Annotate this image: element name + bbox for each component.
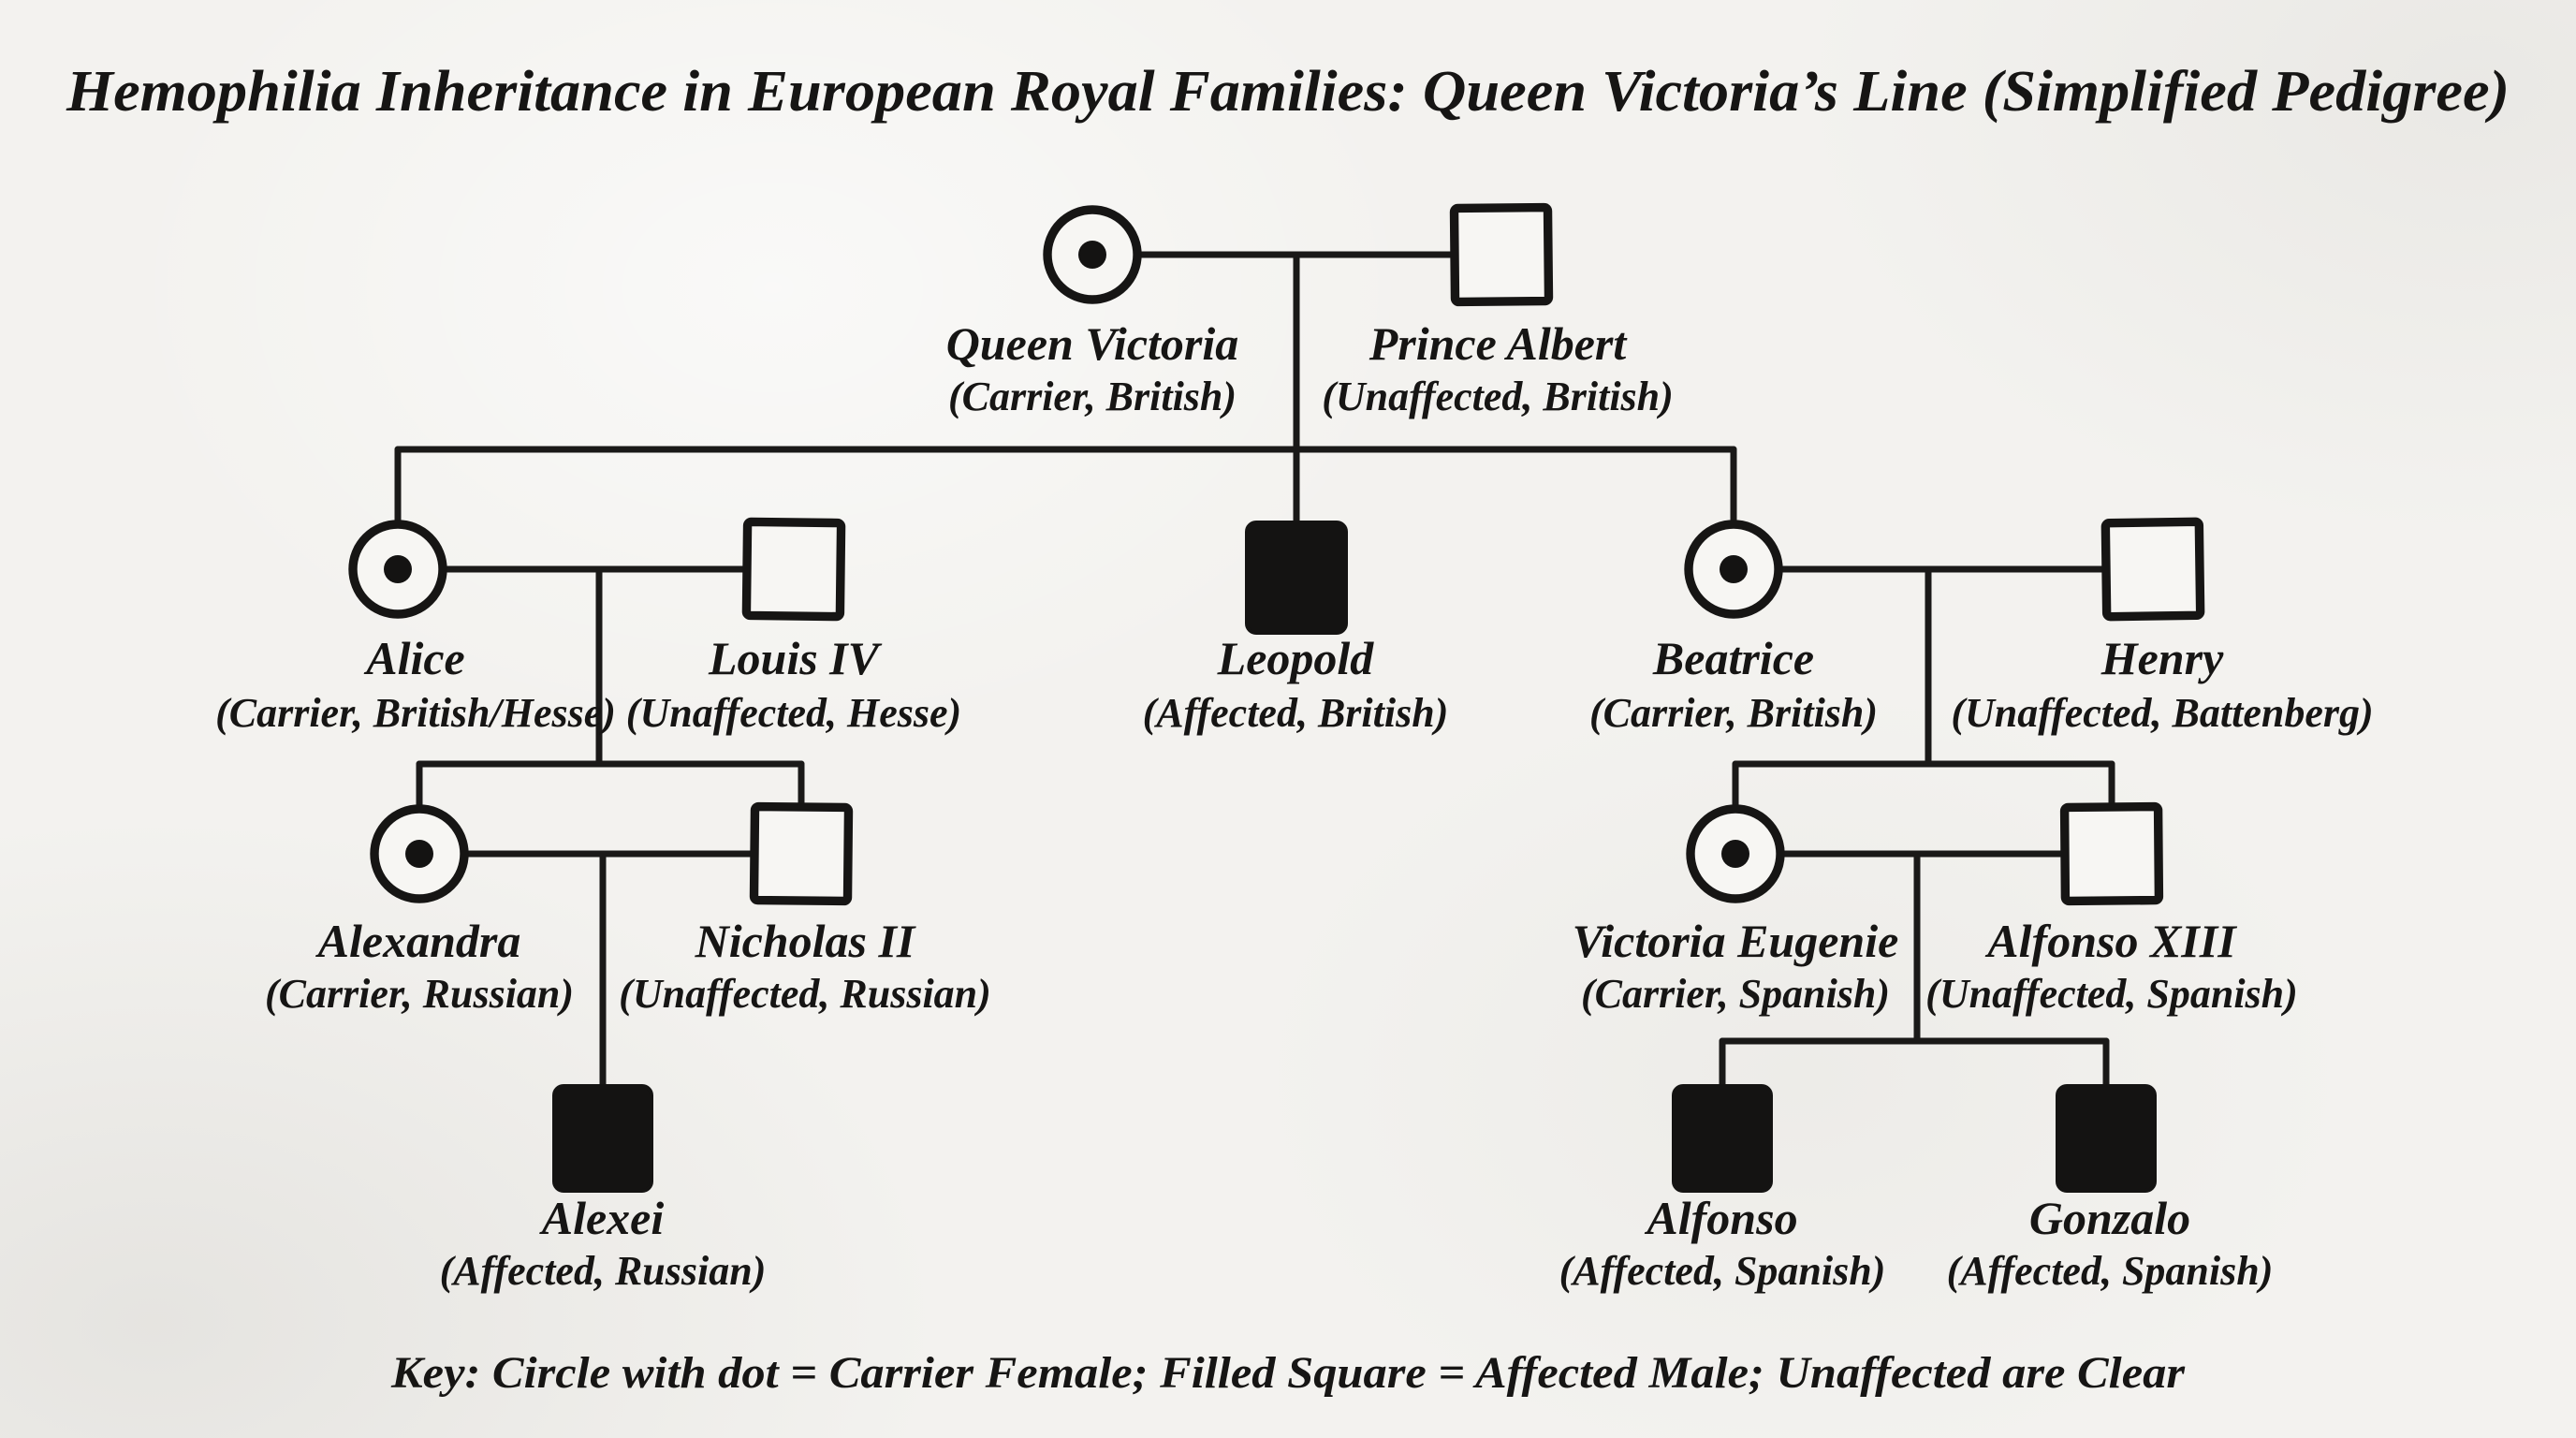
person-leopold: Leopold (Affected, British) (1143, 521, 1449, 736)
person-name: Alexei (539, 1192, 665, 1244)
unaffected-male-symbol (741, 517, 846, 622)
person-victoria-eugenie: Victoria Eugenie (Carrier, Spanish) (1573, 804, 1899, 1017)
person-gonzalo: Gonzalo (Affected, Spanish) (1947, 1084, 2274, 1294)
person-name: Queen Victoria (946, 317, 1239, 370)
carrier-dot-icon (1720, 555, 1748, 583)
person-status: (Carrier, British) (948, 374, 1237, 419)
person-name: Alexandra (315, 915, 521, 967)
person-alfonso: Alfonso (Affected, Spanish) (1559, 1084, 1886, 1294)
person-status: (Unaffected, Battenberg) (1951, 690, 2373, 736)
unaffected-male-symbol (749, 801, 854, 906)
affected-male-symbol (1245, 521, 1348, 635)
person-status: (Affected, Spanish) (1559, 1248, 1886, 1294)
person-queen-victoria: Queen Victoria (Carrier, British) (946, 205, 1239, 419)
person-alexei: Alexei (Affected, Russian) (440, 1084, 767, 1294)
person-name: Alfonso XIII (1984, 915, 2237, 967)
person-name: Prince Albert (1368, 317, 1629, 370)
affected-male-symbol (552, 1084, 653, 1193)
person-name: Gonzalo (2029, 1192, 2190, 1244)
person-name: Nicholas II (695, 915, 916, 967)
legend-key-text: Key: Circle with dot = Carrier Female; F… (390, 1348, 2186, 1398)
person-name: Alfonso (1644, 1192, 1797, 1244)
person-name: Louis IV (708, 632, 883, 684)
carrier-dot-icon (384, 555, 412, 583)
person-nicholas-ii: Nicholas II (Unaffected, Russian) (619, 801, 991, 1017)
person-status: (Affected, Spanish) (1947, 1248, 2274, 1294)
person-status: (Unaffected, British) (1322, 374, 1674, 419)
person-status: (Carrier, British) (1589, 690, 1878, 736)
person-prince-albert: Prince Albert (Unaffected, British) (1322, 202, 1674, 419)
unaffected-male-symbol (1449, 202, 1554, 307)
affected-male-symbol (2056, 1084, 2157, 1193)
person-alexandra: Alexandra (Carrier, Russian) (265, 804, 574, 1017)
person-status: (Carrier, Spanish) (1581, 971, 1890, 1017)
connector-lines (394, 251, 2115, 1092)
person-status: (Carrier, British/Hesse) (215, 690, 616, 736)
person-name: Leopold (1217, 632, 1375, 684)
person-alice: Alice (Carrier, British/Hesse) (215, 520, 616, 736)
person-status: (Unaffected, Russian) (619, 971, 991, 1017)
unaffected-male-symbol (2100, 517, 2205, 622)
person-name: Henry (2100, 632, 2224, 684)
carrier-dot-icon (405, 840, 433, 868)
person-status: (Carrier, Russian) (265, 971, 574, 1017)
person-louis-iv: Louis IV (Unaffected, Hesse) (626, 517, 961, 736)
person-name: Victoria Eugenie (1573, 915, 1899, 967)
person-name: Alice (363, 632, 465, 684)
person-alfonso-xiii: Alfonso XIII (Unaffected, Spanish) (1925, 801, 2298, 1017)
person-status: (Unaffected, Spanish) (1925, 971, 2298, 1017)
person-beatrice: Beatrice (Carrier, British) (1589, 520, 1878, 736)
affected-male-symbol (1672, 1084, 1773, 1193)
person-name: Beatrice (1652, 632, 1814, 684)
unaffected-male-symbol (2059, 801, 2164, 906)
person-henry: Henry (Unaffected, Battenberg) (1951, 517, 2374, 736)
carrier-dot-icon (1078, 241, 1106, 269)
person-status: (Unaffected, Hesse) (626, 690, 961, 736)
carrier-dot-icon (1721, 840, 1749, 868)
person-status: (Affected, British) (1143, 690, 1449, 736)
person-status: (Affected, Russian) (440, 1248, 767, 1294)
diagram-title: Hemophilia Inheritance in European Royal… (66, 60, 2510, 124)
